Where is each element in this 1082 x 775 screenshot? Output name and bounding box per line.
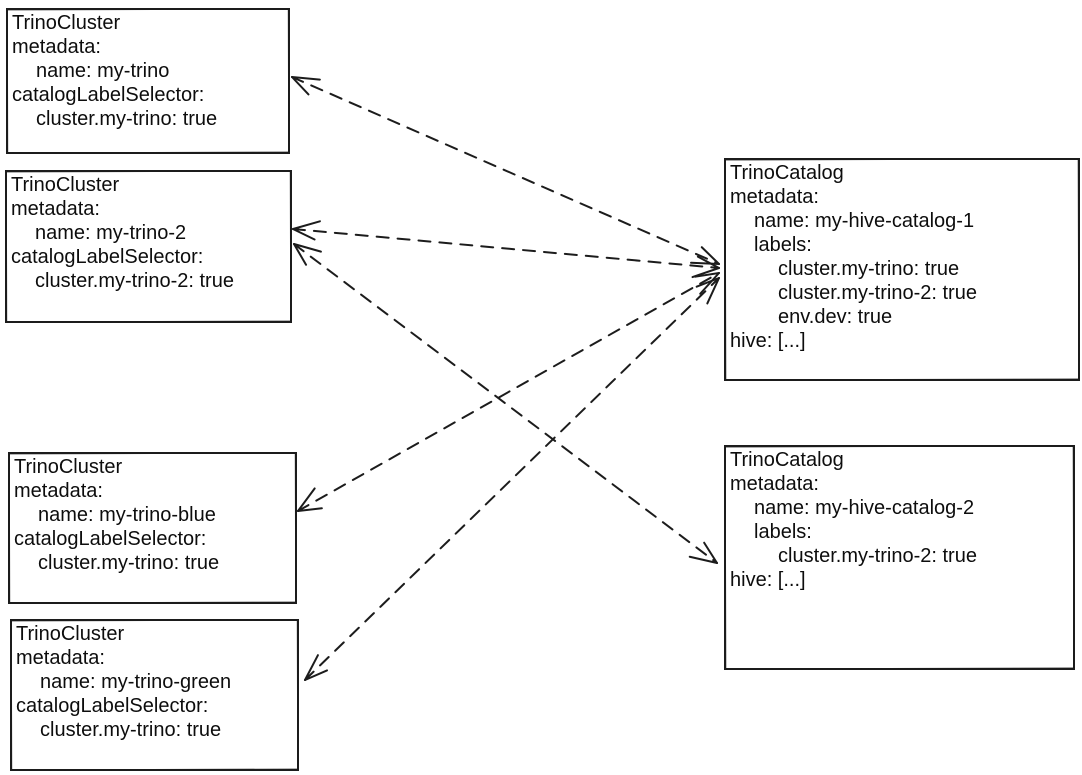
edge-arrowhead bbox=[700, 246, 720, 265]
yaml-line: metadata: bbox=[16, 647, 105, 669]
yaml-line: hive: [...] bbox=[730, 569, 806, 591]
edge-arrowhead bbox=[291, 76, 310, 96]
yaml-line: labels: bbox=[754, 234, 812, 256]
edge-dashed-line bbox=[291, 76, 720, 265]
yaml-line: name: my-hive-catalog-2 bbox=[754, 497, 975, 519]
edge-arrowhead bbox=[690, 261, 720, 265]
edge-arrowhead bbox=[292, 228, 316, 241]
edge-arrowhead bbox=[691, 267, 720, 279]
yaml-line: cluster.my-trino-2: true bbox=[778, 282, 977, 304]
yaml-line: env.dev: true bbox=[778, 306, 893, 328]
edge-dashed-line bbox=[293, 243, 718, 564]
edge-arrowhead bbox=[703, 541, 718, 564]
edge-arrowhead bbox=[297, 487, 316, 512]
yaml-line: TrinoCluster bbox=[16, 623, 125, 645]
yaml-line: hive: [...] bbox=[730, 330, 806, 352]
yaml-line: metadata: bbox=[11, 198, 100, 220]
yaml-line: catalogLabelSelector: bbox=[11, 246, 204, 268]
yaml-line: name: my-trino-2 bbox=[35, 222, 187, 244]
yaml-line: metadata: bbox=[730, 186, 819, 208]
edge-arrowhead bbox=[699, 272, 720, 295]
yaml-line: catalogLabelSelector: bbox=[12, 84, 205, 106]
yaml-line: name: my-trino bbox=[36, 60, 170, 82]
edge-arrowhead bbox=[696, 255, 720, 269]
edge-arrowhead bbox=[304, 654, 319, 681]
yaml-line: name: my-trino-green bbox=[40, 671, 232, 693]
yaml-line: cluster.my-trino-2: true bbox=[35, 270, 234, 292]
yaml-line: cluster.my-trino: true bbox=[778, 258, 960, 280]
edge-arrowhead bbox=[694, 272, 720, 278]
yaml-line: TrinoCluster bbox=[11, 174, 120, 196]
yaml-line: TrinoCluster bbox=[12, 12, 121, 34]
yaml-line: TrinoCatalog bbox=[730, 449, 844, 471]
yaml-line: TrinoCatalog bbox=[730, 162, 844, 184]
edge-arrowhead bbox=[293, 243, 322, 253]
edge-arrowhead bbox=[291, 76, 321, 81]
yaml-line: catalogLabelSelector: bbox=[16, 695, 209, 717]
edge-arrowhead bbox=[293, 243, 308, 266]
yaml-line: cluster.my-trino: true bbox=[36, 108, 218, 130]
yaml-line: metadata: bbox=[730, 473, 819, 495]
yaml-line: TrinoCluster bbox=[14, 456, 123, 478]
edge-arrowhead bbox=[304, 669, 329, 681]
yaml-line: catalogLabelSelector: bbox=[14, 528, 207, 550]
yaml-line: metadata: bbox=[14, 480, 103, 502]
yaml-line: cluster.my-trino: true bbox=[38, 552, 220, 574]
yaml-line: name: my-hive-catalog-1 bbox=[754, 210, 975, 232]
yaml-line: labels: bbox=[754, 521, 812, 543]
edge-arrowhead bbox=[706, 277, 720, 305]
yaml-line: cluster.my-trino: true bbox=[40, 719, 222, 741]
edge-arrowhead bbox=[297, 507, 323, 512]
edge-arrowhead bbox=[292, 220, 321, 230]
edge-dashed-line bbox=[304, 277, 720, 681]
edge-arrowhead bbox=[695, 277, 720, 288]
yaml-line: cluster.my-trino-2: true bbox=[778, 545, 977, 567]
yaml-line: metadata: bbox=[12, 36, 101, 58]
edge-dashed-line bbox=[297, 272, 720, 512]
edge-arrowhead bbox=[688, 555, 718, 564]
edge-dashed-line bbox=[292, 228, 720, 269]
yaml-line: name: my-trino-blue bbox=[38, 504, 216, 526]
